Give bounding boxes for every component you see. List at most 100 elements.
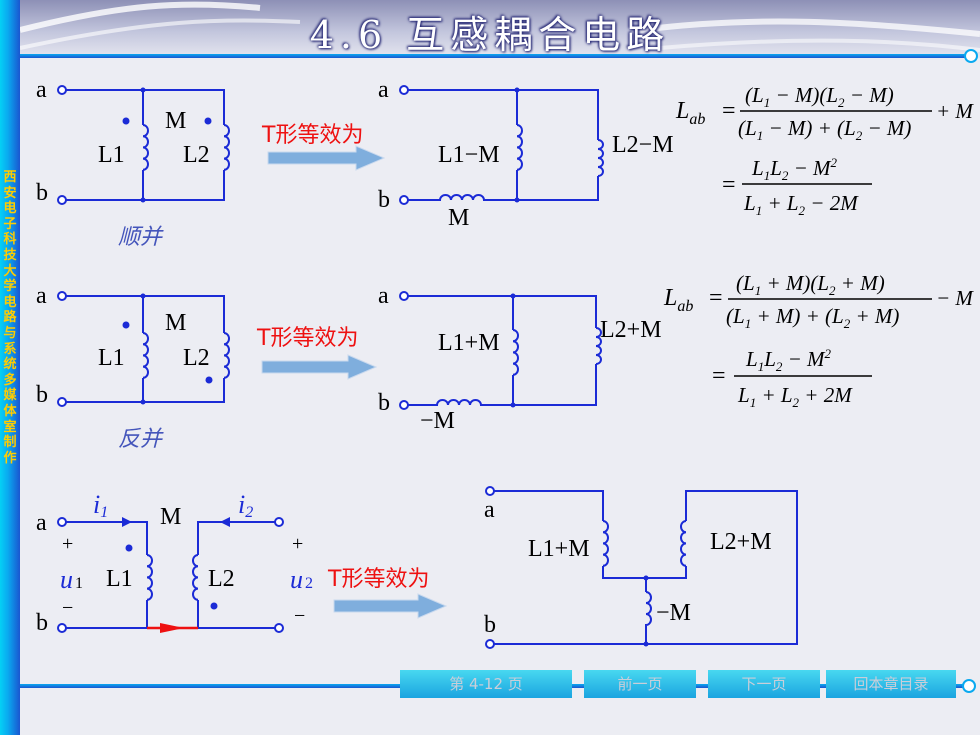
svg-text:(L1 + M) + (L2 + M): (L1 + M) + (L2 + M) [726,304,899,331]
s1-l2-label: L2 [183,142,210,168]
s3-t-equivalent [485,486,798,649]
page-indicator: 第 4-12 页 [400,670,572,698]
s2-equiv-arrow [261,354,378,380]
s1-coupling-m: M [165,108,186,134]
s2-formula: Lab = (L1 + M)(L2 + M) (L1 + M) + (L2 + … [663,271,974,410]
s2-l1-label: L1 [98,345,125,371]
svg-text:L1 + L2 + 2M: L1 + L2 + 2M [737,383,853,410]
s1-term-b: b [36,180,48,206]
svg-text:=: = [722,172,736,198]
s2-t-equivalent [399,291,602,410]
header-banner: 4.6 互感耦合电路 [0,0,980,58]
s3-original-circuit [57,517,284,633]
s2-original-circuit [57,291,230,407]
s1t-node-bottom [514,197,520,203]
s3t-node-mid [643,575,649,581]
s1t-m-label: M [448,205,469,231]
s3-u2-minus: − [294,605,305,627]
s1-equiv-arrow [267,145,386,171]
top-divider-ring [964,49,978,63]
s1t-l2-label: L2−M [612,132,674,158]
s1-equiv-label: T形等效为 [261,123,363,148]
s2-term-b: b [36,382,48,408]
s3-term-b: b [36,610,48,636]
svg-text:Lab: Lab [675,98,705,128]
s2-node-bottom [140,399,146,405]
s1-original-circuit [57,85,230,205]
svg-text:L1L2 − M2: L1L2 − M2 [751,155,838,183]
header-swoosh [19,1,980,52]
top-divider [20,54,968,58]
s1-t-equivalent [399,85,604,205]
chapter-toc-button[interactable]: 回本章目录 [826,670,956,698]
svg-text:(L1 + M)(L2 + M): (L1 + M)(L2 + M) [736,271,885,298]
s2-coupling-m: M [165,310,186,336]
svg-text:L1L2 − M2: L1L2 − M2 [745,346,832,374]
s1-formula: Lab = (L1 − M)(L2 − M) (L1 − M) + (L2 − … [675,83,974,218]
svg-text:− M: − M [936,286,974,310]
svg-text:=: = [709,285,723,311]
s2-term-a: a [36,283,47,309]
svg-text:(L1 − M)(L2 − M): (L1 − M)(L2 − M) [745,83,894,110]
s1-dot-l1 [122,117,130,125]
s2t-node-top [510,293,516,299]
s2t-term-a: a [378,283,389,309]
next-page-button[interactable]: 下一页 [708,670,820,698]
s1t-term-b: b [378,187,390,213]
s1-node-top [140,87,146,93]
s2t-term-b: b [378,390,390,416]
s3t-l2-label: L2+M [710,529,772,555]
s2-dot-l1 [122,321,130,329]
s1t-node-top [514,87,520,93]
s3-equiv-arrow [333,593,448,619]
s3-equiv-label: T形等效为 [327,567,429,592]
s2t-l1-label: L1+M [438,330,500,356]
s3t-term-a: a [484,497,495,523]
svg-text:=: = [712,363,726,389]
svg-text:(L1 − M) + (L2 − M): (L1 − M) + (L2 − M) [738,116,911,143]
svg-text:L1 + L2 − 2M: L1 + L2 − 2M [743,191,859,218]
s1-caption: 顺并 [118,225,164,250]
s3t-l1-label: L1+M [528,536,590,562]
left-sidebar-bar [0,0,20,735]
s3-coupling-m: M [160,504,181,530]
s1-l1-label: L1 [98,142,125,168]
s2t-l2-label: L2+M [600,317,662,343]
s1t-term-a: a [378,77,389,103]
s3-dot-l2 [210,602,218,610]
s3-dot-l1 [125,544,133,552]
s1-dot-l2 [204,117,212,125]
prev-page-button[interactable]: 前一页 [584,670,696,698]
s3-l1-label: L1 [106,566,133,592]
s3-u1-minus: − [62,597,73,619]
s2t-node-bottom [510,402,516,408]
s3-i1-label: i1 [93,490,108,521]
s3-i2-label: i2 [238,490,253,521]
s3t-node-bottom [643,641,649,647]
svg-text:=: = [722,98,736,124]
s1-term-a: a [36,77,47,103]
s2-caption: 反并 [118,427,164,452]
svg-text:Lab: Lab [663,285,693,315]
s2-dot-l2 [205,376,213,384]
s2t-m-label: −M [420,408,455,434]
svg-text:+ M: + M [936,99,974,123]
s3t-term-b: b [484,612,496,638]
s2-l2-label: L2 [183,345,210,371]
s3-red-link-arrow [160,623,184,633]
s2-node-top [140,293,146,299]
page-title: 4.6 互感耦合电路 [309,13,671,57]
sidebar-credit: 西安电子科技大学电路与系统多媒体室制作 [3,170,17,466]
s2-equiv-label: T形等效为 [256,326,358,351]
s1t-l1-label: L1−M [438,142,500,168]
bottom-divider-ring [962,679,976,693]
s3-u1-plus: + [62,533,73,555]
s1-node-bottom [140,197,146,203]
s3-l2-label: L2 [208,566,235,592]
s3-u2-plus: + [292,533,303,555]
s3t-m-label: −M [656,600,691,626]
s3-term-a: a [36,510,47,536]
